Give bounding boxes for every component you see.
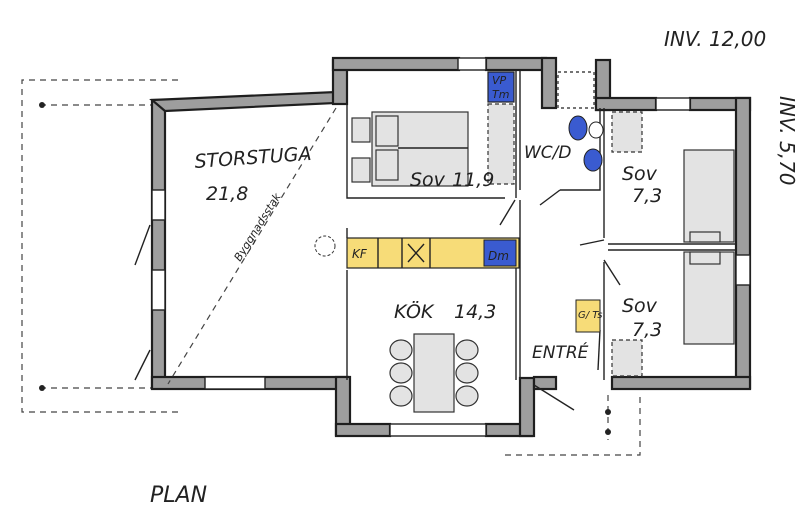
fixture-kf: KF [352, 247, 368, 261]
entrance-steps [505, 395, 641, 456]
double-bed [351, 111, 469, 187]
dining-table [389, 333, 479, 413]
bedroom-3-area: 7,3 [632, 319, 662, 341]
fixture-dm: Dm [488, 249, 509, 263]
inv-length-label: INV. 12,00 [664, 27, 766, 51]
bedroom-3-name: Sov [622, 295, 658, 317]
bedroom-main-area: 11,9 [452, 169, 494, 191]
wc-name: WC/D [524, 143, 572, 163]
bedroom-main-name: Sov [410, 169, 446, 191]
fixture-tm: Tm [492, 88, 509, 101]
kitchen-name: KÖK [394, 300, 435, 323]
fixture-vp: VP [492, 74, 507, 87]
bedroom-2-area: 7,3 [632, 185, 662, 207]
kitchen-area: 14,3 [454, 301, 496, 323]
roof-diagonal [167, 107, 337, 385]
bedroom-2-name: Sov [622, 163, 658, 185]
living-room-name: STORSTUGA [194, 143, 312, 173]
wc-fixtures [487, 71, 604, 185]
inv-width-label: INV. 5,70 [775, 96, 799, 186]
kitchen-counter [314, 235, 601, 333]
living-room-area: 21,8 [206, 183, 248, 205]
fixture-gt: G/ Ts [578, 310, 602, 321]
interior-walls [134, 70, 736, 411]
windows [151, 57, 751, 437]
plan-title: PLAN [150, 483, 207, 508]
entry-name: ENTRÉ [532, 341, 589, 363]
right-bedroom-furniture [611, 111, 735, 377]
veranda-outline [21, 79, 178, 413]
